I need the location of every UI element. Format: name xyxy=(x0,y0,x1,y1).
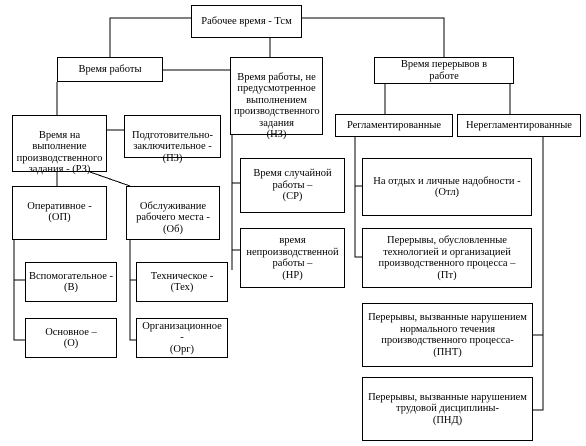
discipline-violation-label: Перерывы, вызванные нарушением трудовой … xyxy=(368,391,527,426)
prep-final-node: Подготовительно- заключительное - (ПЗ) xyxy=(124,115,221,164)
task-time-node: Время на выполнение производственного за… xyxy=(12,115,107,175)
tech-breaks-label: Перерывы, обусловленные технологией и ор… xyxy=(378,235,516,281)
line-operative-trunk xyxy=(13,240,25,341)
technical-label: Техническое - (Тех) xyxy=(150,270,214,294)
operative-node: Оперативное - (ОП) xyxy=(12,186,107,240)
workplace-service-node: Обслуживание рабочего места - (Об) xyxy=(126,186,220,240)
operative-label: Оперативное - (ОП) xyxy=(27,200,92,224)
root-label: Рабочее время - Тсм xyxy=(201,15,292,27)
line-root-work xyxy=(109,17,191,57)
main-label: Основное – (О) xyxy=(45,326,97,350)
technical-node: Техническое - (Тех) xyxy=(136,262,228,302)
breaks-label: Время перерывов в работе xyxy=(400,59,488,82)
unregulated-node: Нерегламентированные xyxy=(457,114,581,137)
workplace-service-label: Обслуживание рабочего места - (Об) xyxy=(136,200,210,235)
unregulated-label: Нерегламентированные xyxy=(466,119,572,131)
random-work-label: Время случайной работы – (СР) xyxy=(253,168,332,203)
root-node: Рабочее время - Тсм xyxy=(191,5,302,38)
breaks-node: Время перерывов в работе xyxy=(374,57,514,84)
prep-final-label: Подготовительно- заключительное - (ПЗ) xyxy=(132,129,213,164)
line-unregulated-trunk xyxy=(533,137,544,411)
rest-personal-label: На отдых и личные надобности - (Отл) xyxy=(373,175,521,199)
process-violation-label: Перерывы, вызванные нарушением нормально… xyxy=(368,312,527,358)
regulated-node: Регламентированные xyxy=(335,114,453,137)
task-time-label: Время на выполнение производственного за… xyxy=(16,129,103,176)
nonproductive-work-node: время непроизводственной работы – (НР) xyxy=(240,228,345,288)
auxiliary-node: Вспомогательное - (В) xyxy=(25,262,117,302)
random-work-node: Время случайной работы – (СР) xyxy=(240,158,345,213)
organizational-label: Организационное - (Орг) xyxy=(142,320,222,355)
main-node: Основное – (О) xyxy=(25,318,117,358)
process-violation-node: Перерывы, вызванные нарушением нормально… xyxy=(362,303,533,367)
auxiliary-label: Вспомогательное - (В) xyxy=(29,270,113,294)
regulated-label: Регламентированные xyxy=(346,119,442,131)
line-regulated-trunk xyxy=(354,137,362,258)
unplanned-work-node: Время работы, не предусмотренное выполне… xyxy=(230,57,323,140)
work-time-node: Время работы xyxy=(57,57,163,82)
work-time-label: Время работы xyxy=(78,63,142,75)
unplanned-work-label: Время работы, не предусмотренное выполне… xyxy=(234,71,320,141)
discipline-violation-node: Перерывы, вызванные нарушением трудовой … xyxy=(362,377,533,441)
rest-personal-node: На отдых и личные надобности - (Отл) xyxy=(362,158,532,216)
line-root-breaks xyxy=(302,17,445,57)
nonproductive-work-label: время непроизводственной работы – (НР) xyxy=(246,235,339,281)
organizational-node: Организационное - (Орг) xyxy=(136,318,228,358)
tech-breaks-node: Перерывы, обусловленные технологией и ор… xyxy=(362,228,532,288)
